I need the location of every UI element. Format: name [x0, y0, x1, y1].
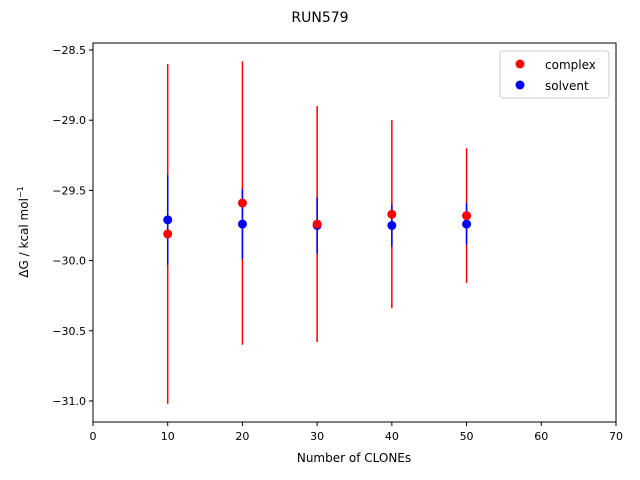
y-tick-label: −29.5: [52, 184, 86, 197]
plot-area: [163, 61, 472, 404]
point-complex: [462, 211, 472, 221]
x-tick-label: 0: [90, 430, 97, 443]
point-solvent: [163, 215, 173, 225]
y-tick-label: −29.0: [52, 114, 86, 127]
legend-marker-complex: [515, 59, 525, 69]
chart-title: RUN579: [291, 10, 348, 26]
y-tick-label: −30.0: [52, 255, 86, 268]
legend-marker-solvent: [515, 80, 525, 90]
y-axis-label: ΔG / kcal mol−1: [16, 186, 31, 277]
point-solvent: [462, 219, 472, 229]
x-axis: 0 10 20 30 40 50 60 70: [90, 422, 623, 443]
legend-label-solvent: solvent: [545, 79, 589, 93]
axes-frame: [92, 42, 617, 423]
x-tick-label: 50: [460, 430, 474, 443]
legend-box: [499, 50, 610, 99]
x-tick-label: 70: [609, 430, 623, 443]
y-axis: −31.0 −30.5 −30.0 −29.5 −29.0 −28.5: [52, 44, 93, 408]
legend-label-complex: complex: [545, 58, 596, 72]
legend: complex solvent: [499, 50, 610, 99]
x-tick-label: 30: [310, 430, 324, 443]
y-tick-label: −30.5: [52, 325, 86, 338]
point-complex: [387, 209, 397, 219]
point-solvent: [237, 219, 247, 229]
y-tick-label: −31.0: [52, 395, 86, 408]
x-tick-label: 20: [235, 430, 249, 443]
point-complex: [163, 229, 173, 239]
x-tick-label: 60: [534, 430, 548, 443]
point-complex: [312, 219, 322, 229]
point-complex: [237, 198, 247, 208]
y-axis-label-superscript: −1: [16, 186, 25, 198]
y-tick-label: −28.5: [52, 44, 86, 57]
x-axis-label: Number of CLONEs: [297, 451, 411, 465]
point-solvent: [387, 220, 397, 230]
x-tick-label: 40: [385, 430, 399, 443]
y-axis-label-main: ΔG / kcal mol: [17, 198, 31, 278]
x-tick-label: 10: [161, 430, 175, 443]
